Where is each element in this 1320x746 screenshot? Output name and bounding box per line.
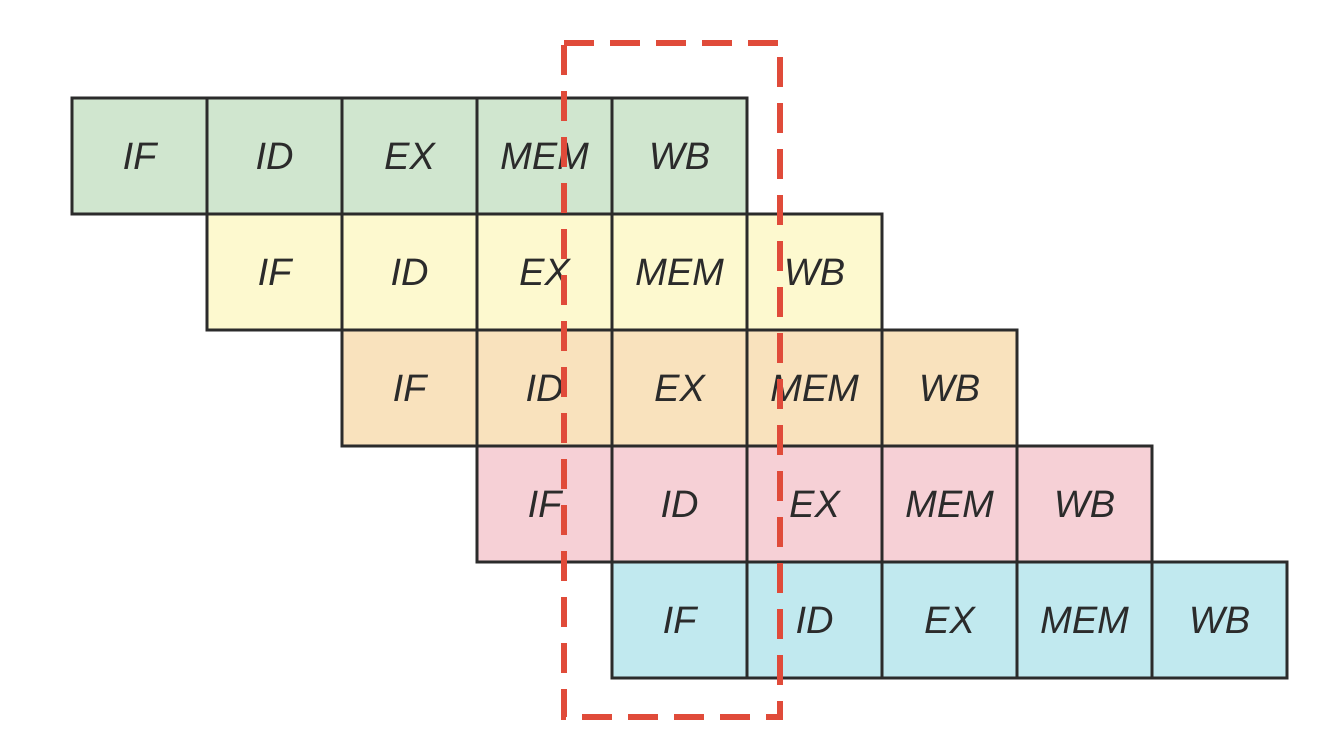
stage-cell-box [745,212,884,332]
stage-cell-box [205,212,344,332]
stage-cell-box [475,212,614,332]
stage-label: MEM [770,368,859,410]
stage-cell-id: ID [205,96,344,216]
stage-cell-if: IF [205,212,344,332]
stage-cell-mem: MEM [475,96,614,216]
stage-cell-box [340,328,479,448]
stage-cell-box [610,560,749,680]
stage-label: ID [526,368,564,410]
stage-cell-box [1150,560,1289,680]
stage-cell-wb: WB [1015,444,1154,564]
pipeline-cells: IF ID EX MEM WB IF ID EX MEM WB IF ID EX MEM WB IF ID EX M… [70,96,1289,680]
stage-cell-wb: WB [1150,560,1289,680]
stage-cell-box [610,444,749,564]
stage-label: EX [384,136,436,178]
stage-cell-ex: EX [610,328,749,448]
stage-cell-box [880,328,1019,448]
pipeline-row-4: IF ID EX MEM WB [475,444,1154,564]
stage-cell-if: IF [610,560,749,680]
stage-cell-ex: EX [880,560,1019,680]
stage-label: ID [256,136,294,178]
stage-cell-box [745,328,884,448]
stage-label: IF [123,136,159,178]
stage-cell-box [1015,560,1154,680]
stage-cell-box [205,96,344,216]
stage-label: WB [649,136,710,178]
stage-label: WB [784,252,845,294]
stage-cell-mem: MEM [1015,560,1154,680]
stage-cell-box [70,96,209,216]
stage-cell-id: ID [340,212,479,332]
highlight-dashed-box [561,40,783,720]
pipeline-row-2: IF ID EX MEM WB [205,212,884,332]
stage-cell-mem: MEM [745,328,884,448]
pipeline-row-5: IF ID EX MEM WB [610,560,1289,680]
stage-cell-wb: WB [610,96,749,216]
stage-cell-ex: EX [340,96,479,216]
stage-label: ID [796,600,834,642]
pipeline-row-1: IF ID EX MEM WB [70,96,749,216]
stage-label: WB [1189,600,1250,642]
stage-label: WB [1054,484,1115,526]
stage-label: IF [258,252,294,294]
stage-cell-ex: EX [745,444,884,564]
stage-label: MEM [1040,600,1129,642]
stage-cell-wb: WB [880,328,1019,448]
stage-cell-box [880,444,1019,564]
stage-label: IF [528,484,564,526]
stage-cell-wb: WB [745,212,884,332]
stage-cell-box [610,212,749,332]
stage-label: EX [654,368,706,410]
pipeline-row-3: IF ID EX MEM WB [340,328,1019,448]
stage-cell-mem: MEM [610,212,749,332]
stage-label: IF [663,600,699,642]
stage-label: IF [393,368,429,410]
stage-cell-box [880,560,1019,680]
stage-cell-ex: EX [475,212,614,332]
stage-cell-id: ID [610,444,749,564]
stage-cell-id: ID [475,328,614,448]
stage-label: MEM [500,136,589,178]
stage-cell-if: IF [475,444,614,564]
stage-label: ID [661,484,699,526]
stage-cell-box [745,444,884,564]
stage-label: ID [391,252,429,294]
stage-label: EX [924,600,976,642]
stage-cell-if: IF [70,96,209,216]
stage-cell-if: IF [340,328,479,448]
stage-cell-box [475,328,614,448]
stage-cell-box [1015,444,1154,564]
stage-label: MEM [635,252,724,294]
stage-label: EX [789,484,841,526]
stage-label: WB [919,368,980,410]
stage-cell-mem: MEM [880,444,1019,564]
stage-label: MEM [905,484,994,526]
stage-cell-id: ID [745,560,884,680]
